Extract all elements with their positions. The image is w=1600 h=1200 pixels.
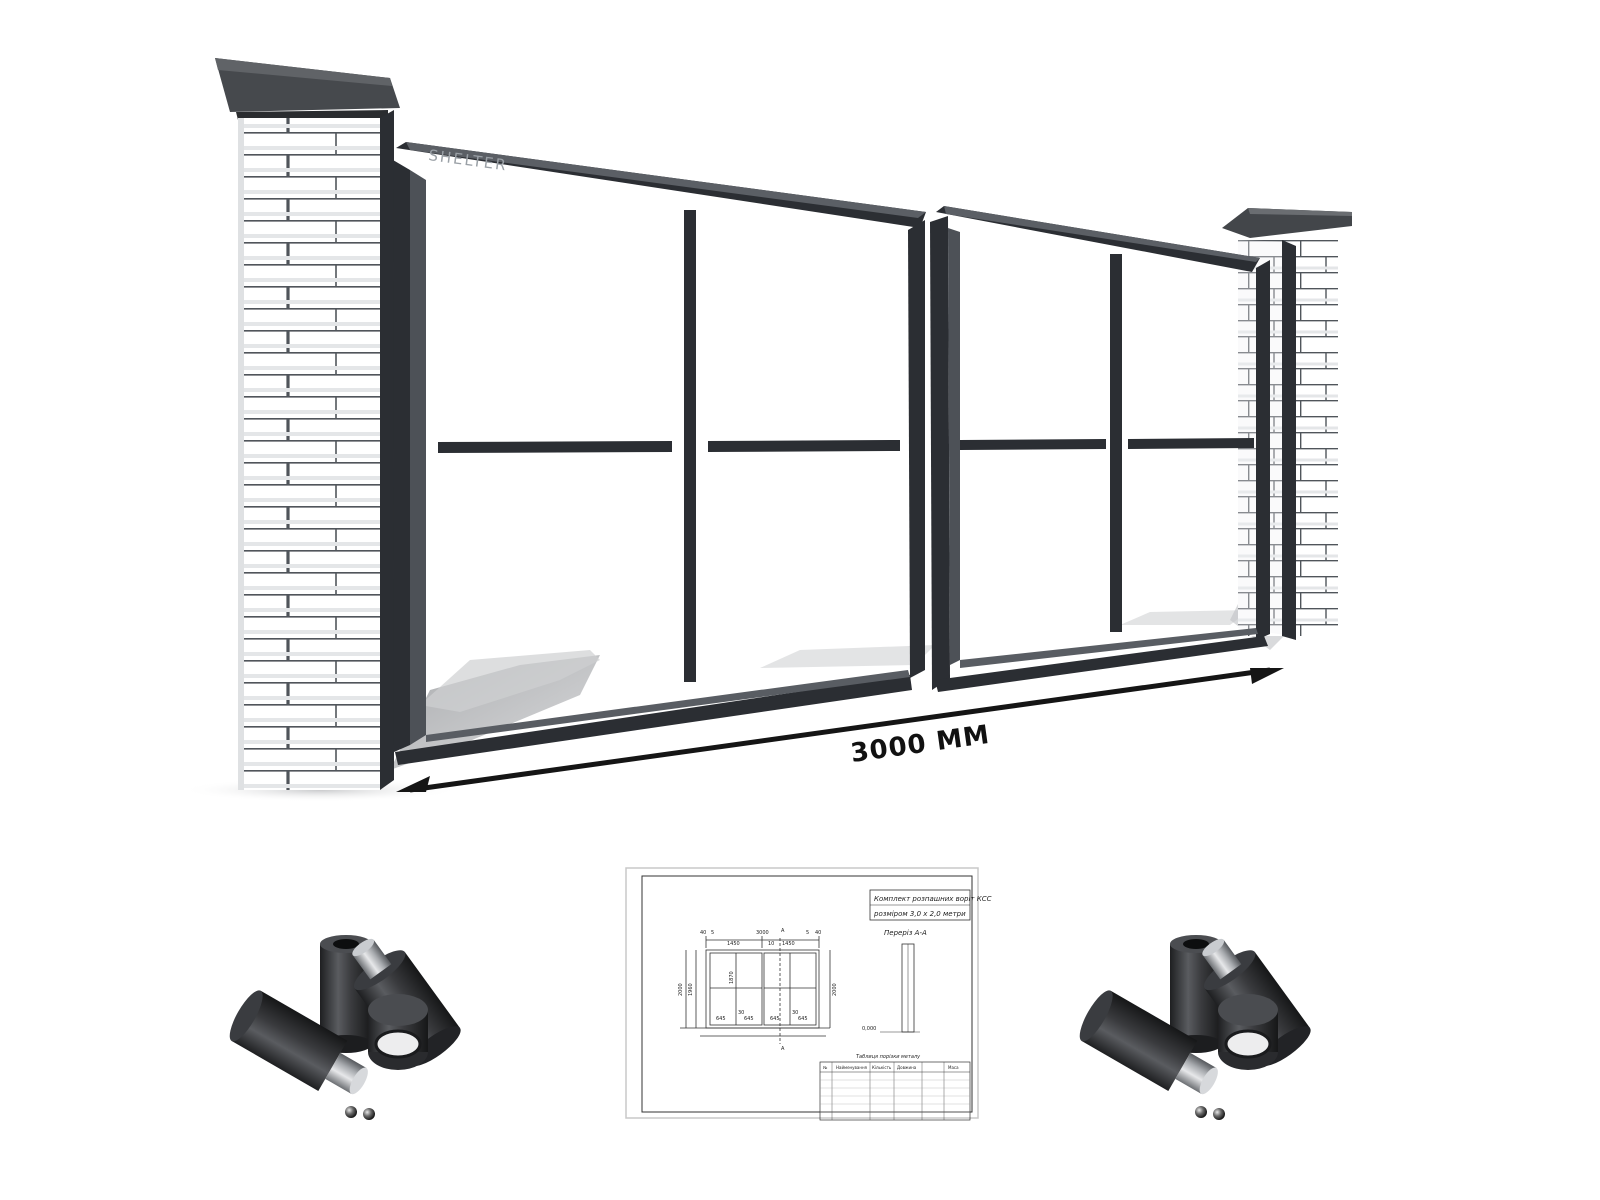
table-header-1: Найменування — [836, 1065, 868, 1070]
dim-top-6: 5 — [806, 930, 809, 936]
table-title: Таблиця порізки металу — [856, 1054, 921, 1060]
right-gate-leaf — [930, 206, 1270, 692]
dim-bottom-4: 30 — [792, 1010, 798, 1016]
section-view: Переріз А-А 0,000 — [862, 929, 927, 1033]
dim-top-3: 3000 — [756, 930, 769, 936]
right-hinge-set — [1079, 935, 1311, 1120]
left-brick-pillar — [215, 58, 400, 790]
steel-ball — [1213, 1108, 1225, 1120]
dim-bottom-5: 645 — [798, 1016, 808, 1022]
left-gate-leaf — [393, 142, 926, 765]
dim-bottom-2: 645 — [744, 1016, 754, 1022]
dim-bottom-3: 645 — [770, 1016, 780, 1022]
steel-ball — [1195, 1106, 1207, 1118]
brand-label: SHELTER — [427, 146, 508, 174]
section-label: Переріз А-А — [884, 929, 927, 937]
table-header-2: Кількість — [872, 1065, 892, 1070]
technical-drawing-sheet: Комплект розпашних воріт КСС розміром 3,… — [625, 867, 992, 1121]
dim-top-7: 40 — [815, 930, 821, 936]
hinge-lying-cylinder — [1079, 990, 1218, 1095]
steel-ball — [363, 1108, 375, 1120]
hinge-short-ring — [1218, 994, 1278, 1070]
cut-marker-top: А — [781, 928, 785, 934]
dim-top-5: 1450 — [782, 941, 795, 947]
zero-level: 0,000 — [862, 1026, 876, 1032]
table-header-3: Довжина — [897, 1065, 917, 1070]
dim-side-1: 1960 — [688, 983, 694, 996]
elevation-dimensions: 40 5 1450 3000 10 1450 5 40 645 30 645 6… — [678, 928, 838, 1052]
drawing-title-block: Комплект розпашних воріт КСС розміром 3,… — [869, 889, 992, 921]
drawing-title-line1: Комплект розпашних воріт КСС — [874, 895, 992, 903]
dim-top-2: 1450 — [727, 941, 740, 947]
dim-top-1: 5 — [711, 930, 714, 936]
steel-ball — [345, 1106, 357, 1118]
right-brick-pillar — [1222, 208, 1352, 640]
dim-bottom-1: 30 — [738, 1010, 744, 1016]
dim-side-0: 2000 — [678, 983, 684, 996]
gate-elevation-drawing — [680, 936, 831, 1044]
hinge-lying-cylinder — [229, 990, 368, 1095]
left-hinge-set — [229, 935, 461, 1120]
dim-top-0: 40 — [700, 930, 706, 936]
gate-scene: SHELTER 3000 ММ — [180, 58, 1352, 802]
table-header-0: № — [823, 1065, 827, 1070]
dim-bottom-0: 645 — [716, 1016, 726, 1022]
dim-side-2: 1870 — [729, 971, 735, 984]
drawing-title-line2: розміром 3,0 х 2,0 метри — [873, 910, 966, 918]
table-header-4: Маса — [948, 1065, 959, 1070]
cut-marker-bottom: А — [781, 1046, 785, 1052]
hinge-short-ring — [368, 994, 428, 1070]
dim-side-3: 2000 — [832, 983, 838, 996]
metal-cutting-table: Таблиця порізки металу № Найменування Кі… — [819, 1054, 971, 1121]
dim-top-4: 10 — [768, 941, 774, 947]
